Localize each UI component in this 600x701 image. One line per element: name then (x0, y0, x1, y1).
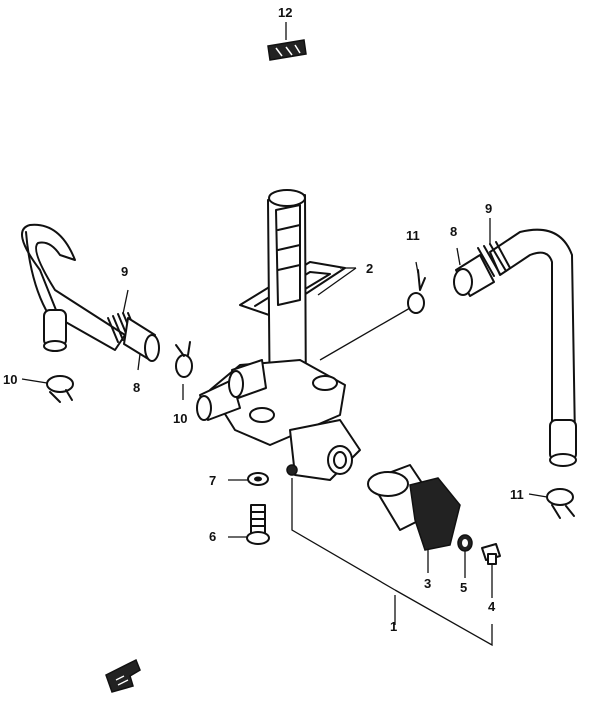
outlet-assembly (367, 464, 461, 551)
screw (481, 543, 501, 565)
washer (247, 472, 269, 486)
fuel-cock-body (196, 359, 361, 481)
left-fuel-hose (21, 223, 160, 362)
callout-5: 5 (460, 580, 467, 595)
bolt (246, 504, 270, 545)
clip-11-right (546, 488, 575, 519)
clip-10-left (46, 375, 74, 403)
callout-1: 1 (390, 619, 397, 634)
front-direction-arrow-icon (105, 658, 141, 693)
o-ring (457, 534, 473, 552)
clip-11-top (407, 269, 426, 314)
callout-8-left: 8 (133, 380, 140, 395)
callout-4: 4 (488, 599, 496, 614)
callout-7: 7 (209, 473, 216, 488)
callout-2: 2 (366, 261, 373, 276)
callout-9-left: 9 (121, 264, 128, 279)
caution-label-icon (267, 39, 307, 61)
callout-10-center: 10 (173, 411, 187, 426)
callouts: 12 2 11 8 9 9 8 10 10 7 6 3 5 4 11 1 (3, 5, 524, 634)
leader-lines (21, 22, 548, 647)
callout-12: 12 (278, 5, 292, 20)
callout-11-right: 11 (510, 487, 524, 502)
right-hose-ribs (477, 241, 511, 277)
callout-3: 3 (424, 576, 431, 591)
callout-10-left: 10 (3, 372, 17, 387)
right-fuel-hose (453, 228, 577, 467)
callout-11-top: 11 (406, 228, 420, 243)
callout-8-right: 8 (450, 224, 457, 239)
clip-10-center (175, 341, 193, 378)
callout-6: 6 (209, 529, 216, 544)
callout-9-right: 9 (485, 201, 492, 216)
